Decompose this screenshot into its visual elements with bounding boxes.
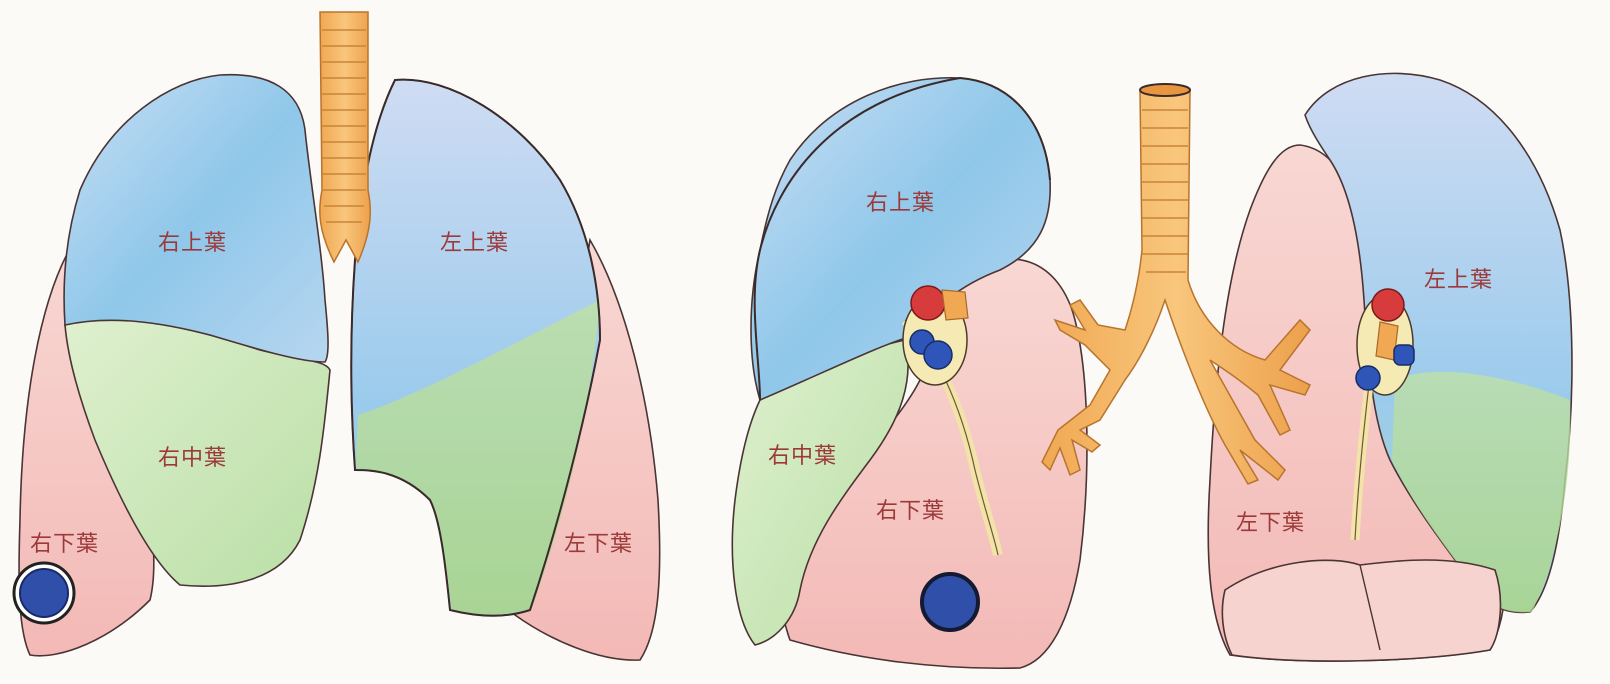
hilar-label-right-middle: 右中葉 [768,444,837,469]
left-vein-upper [1394,345,1414,365]
left-vein-lower [1356,366,1380,390]
front-label-right-lower: 右下葉 [30,532,99,557]
front-right-upper-lobe [64,75,328,362]
hilar-left-lower-base [1222,560,1500,661]
hilar-label-left-upper: 左上葉 [1424,268,1493,293]
front-view: 右上葉 左上葉 右中葉 右下葉 左下葉 [14,12,660,660]
hilar-lesion-marker [922,574,978,630]
front-trachea [320,12,371,262]
hilar-label-right-upper: 右上葉 [866,191,935,216]
left-artery [1372,289,1404,321]
hilar-label-right-lower: 右下葉 [876,499,945,524]
hilar-view: 右上葉 左上葉 右中葉 右下葉 左下葉 [732,73,1572,668]
front-label-right-middle: 右中葉 [158,446,227,471]
front-lesion-marker [14,563,74,623]
right-vein-lower [924,341,952,369]
front-label-right-upper: 右上葉 [158,231,227,256]
front-label-left-upper: 左上葉 [440,231,509,256]
right-artery [911,286,945,320]
front-label-left-lower: 左下葉 [564,532,633,557]
hilar-label-left-lower: 左下葉 [1236,511,1305,536]
